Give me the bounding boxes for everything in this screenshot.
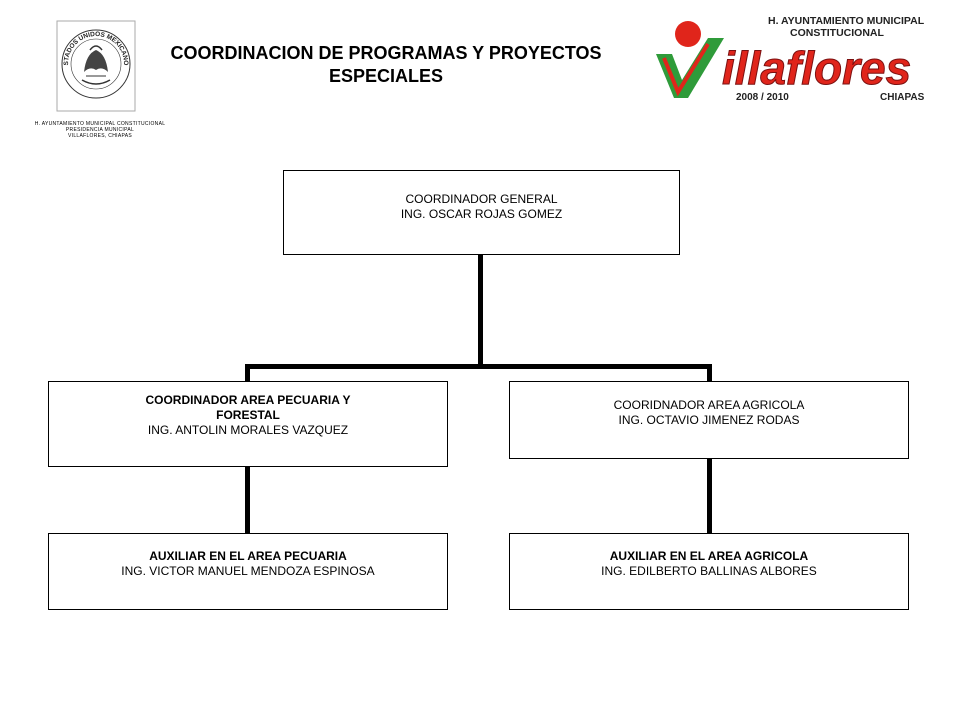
org-box-auxiliar-agricola: AUXILIAR EN EL AREA AGRICOLA ING. EDILBE…	[509, 533, 909, 610]
page-title-line2: ESPECIALES	[328, 66, 444, 86]
org-role: AUXILIAR EN EL AREA PECUARIA	[149, 549, 347, 563]
connector-general-down	[478, 254, 483, 366]
logo-name: illaflores	[722, 42, 911, 94]
logo-line1: H. AYUNTAMIENTO MUNICIPAL	[768, 15, 925, 27]
page-title: COORDINACION DE PROGRAMAS Y PROYECTOS ES…	[140, 42, 632, 88]
seal-caption-line: PRESIDENCIA MUNICIPAL	[65, 127, 135, 133]
connector-agricola-down	[707, 458, 712, 534]
org-role: FORESTAL	[216, 408, 280, 422]
org-person: ING. VICTOR MANUEL MENDOZA ESPINOSA	[121, 564, 375, 578]
connector-agricola-up	[707, 364, 712, 382]
org-box-auxiliar-pecuaria: AUXILIAR EN EL AREA PECUARIA ING. VICTOR…	[48, 533, 448, 610]
coat-of-arms-seal: ESTADOS UNIDOS MEXICANOS	[56, 20, 136, 112]
logo-period: 2008 / 2010	[736, 92, 789, 103]
connector-horizontal	[245, 364, 712, 369]
org-person: ING. ANTOLIN MORALES VAZQUEZ	[147, 423, 349, 437]
page-title-line1: COORDINACION DE PROGRAMAS Y PROYECTOS	[170, 43, 602, 63]
connector-pecuaria-up	[245, 364, 250, 382]
org-role: COORIDNADOR AREA AGRICOLA	[613, 398, 805, 412]
org-box-coordinador-general: COORDINADOR GENERAL ING. OSCAR ROJAS GOM…	[283, 170, 680, 255]
connector-pecuaria-down	[245, 466, 250, 534]
seal-caption-line: VILLAFLORES, CHIAPAS	[68, 133, 132, 139]
org-person: ING. OSCAR ROJAS GOMEZ	[400, 207, 563, 221]
org-box-coordinador-pecuaria: COORDINADOR AREA PECUARIA Y FORESTAL ING…	[48, 381, 448, 467]
seal-caption: H. AYUNTAMIENTO MUNICIPAL CONSTITUCIONAL…	[30, 121, 170, 139]
org-person: ING. OCTAVIO JIMENEZ RODAS	[618, 413, 800, 427]
logo-state: CHIAPAS	[880, 92, 925, 103]
org-box-coordinador-agricola: COORIDNADOR AREA AGRICOLA ING. OCTAVIO J…	[509, 381, 909, 459]
org-role: AUXILIAR EN EL AREA AGRICOLA	[609, 549, 809, 563]
seal-caption-line: H. AYUNTAMIENTO MUNICIPAL CONSTITUCIONAL	[34, 121, 166, 127]
logo-line2: CONSTITUCIONAL	[790, 27, 884, 39]
org-role: COORDINADOR GENERAL	[405, 192, 558, 206]
villaflores-logo: H. AYUNTAMIENTO MUNICIPAL CONSTITUCIONAL…	[656, 15, 925, 103]
org-role: COORDINADOR AREA PECUARIA Y	[145, 393, 351, 407]
org-person: ING. EDILBERTO BALLINAS ALBORES	[601, 564, 817, 578]
